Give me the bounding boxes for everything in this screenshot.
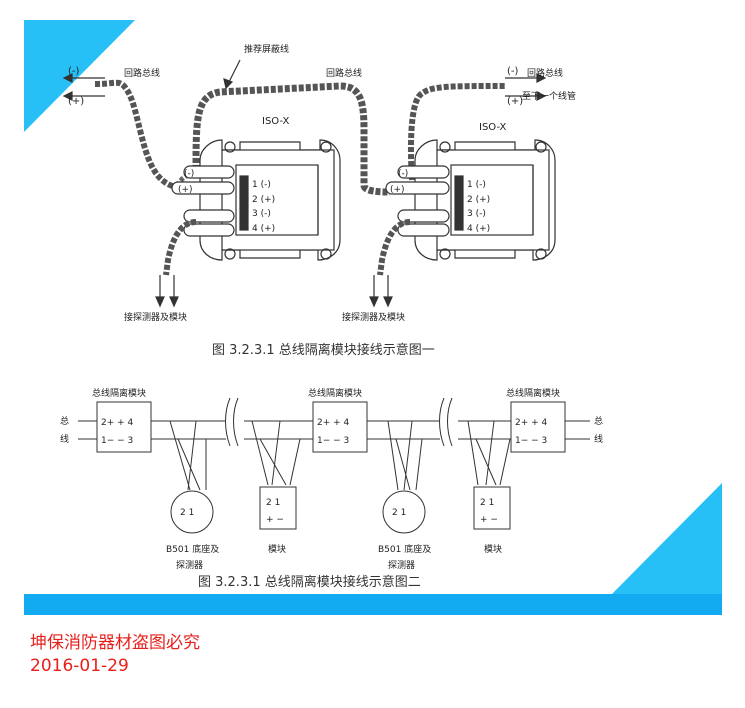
isolator-title-1: 总线隔离模块	[92, 387, 146, 399]
terminal-label-right-2: 2 (+)	[467, 195, 490, 205]
isolator-box-1	[96, 401, 152, 453]
isolator-pins-3b: 1− − 3	[515, 436, 547, 446]
isolator-title-3: 总线隔离模块	[506, 387, 560, 399]
module-label-1: 模块	[268, 543, 286, 555]
module-pins-bottom-2: + −	[480, 515, 498, 525]
isolator-pins-1b: 1− − 3	[101, 436, 133, 446]
twisted-pair-right-top	[407, 83, 506, 181]
isolator-pins-3a: 2+ + 4	[515, 418, 548, 428]
label-loop-bus-top-right: 回路总线	[527, 67, 563, 79]
iso-x-module-right	[414, 139, 556, 261]
isolator-pins-2b: 1− − 3	[317, 436, 349, 446]
terminal-label-right-3: 3 (-)	[467, 209, 486, 219]
module-pins-bottom-1: + −	[266, 515, 284, 525]
detector-label-1a: B501 底座及	[166, 543, 219, 555]
label-plus-right: (+)	[507, 96, 523, 107]
watermark-date: 2016-01-29	[30, 656, 129, 676]
figure-1	[62, 59, 556, 308]
detector-base-1	[170, 490, 214, 534]
label-minus-term-right: (-)	[398, 169, 408, 179]
label-loop-bus-middle: 回路总线	[326, 67, 362, 79]
label-to-detectors-left: 接探测器及模块	[124, 311, 187, 323]
device-module-1	[259, 486, 297, 530]
twisted-pair-input	[94, 79, 189, 191]
label-plus-term-left: (+)	[178, 185, 193, 195]
figure-1-caption: 图 3.2.3.1 总线隔离模块接线示意图一	[212, 342, 435, 358]
detector-label-2b: 探测器	[388, 559, 415, 571]
isolator-pins-2a: 2+ + 4	[317, 418, 350, 428]
detector-pins-1: 2 1	[180, 508, 194, 518]
bus-label-left-1: 总	[60, 415, 69, 427]
bus-label-right-2: 线	[594, 433, 603, 445]
module-name-right: ISO-X	[479, 122, 507, 133]
module-name-left: ISO-X	[262, 116, 290, 127]
terminal-label-left-3: 3 (-)	[252, 209, 271, 219]
detector-label-1b: 探测器	[176, 559, 203, 571]
device-module-2	[473, 486, 511, 530]
label-minus-right: (-)	[507, 66, 519, 77]
label-minus-left: (-)	[68, 66, 80, 77]
watermark-text: 坤保消防器材盗图必究	[30, 633, 200, 653]
module-label-2: 模块	[484, 543, 502, 555]
detector-pins-2: 2 1	[392, 508, 406, 518]
isolator-box-3	[510, 401, 566, 453]
label-loop-bus-top-left: 回路总线	[124, 67, 160, 79]
isolator-title-2: 总线隔离模块	[308, 387, 362, 399]
label-plus-left: (+)	[68, 96, 84, 107]
isolator-box-2	[312, 401, 368, 453]
bus-label-left-2: 线	[60, 433, 69, 445]
figure-2	[78, 397, 590, 534]
detector-base-2	[382, 490, 426, 534]
detector-label-2a: B501 底座及	[378, 543, 431, 555]
accent-triangle-top-left	[24, 20, 135, 132]
terminal-label-right-4: 4 (+)	[467, 224, 490, 234]
isolator-pins-1a: 2+ + 4	[101, 418, 134, 428]
figure-2-caption: 图 3.2.3.1 总线隔离模块接线示意图二	[198, 574, 421, 590]
label-minus-term-left: (-)	[184, 169, 194, 179]
accent-triangle-bottom-right	[612, 483, 722, 594]
terminal-label-left-2: 2 (+)	[252, 195, 275, 205]
terminal-label-right-1: 1 (-)	[467, 180, 486, 190]
shielded-bus-arch	[192, 82, 391, 196]
terminal-label-left-4: 4 (+)	[252, 224, 275, 234]
iso-x-module-left	[199, 139, 341, 261]
bus-label-right-1: 总	[594, 415, 603, 427]
module-pins-top-1: 2 1	[266, 498, 280, 508]
label-plus-term-right: (+)	[390, 185, 405, 195]
terminal-label-left-1: 1 (-)	[252, 180, 271, 190]
footer-blue-bar	[24, 594, 722, 615]
label-to-next-conduit: 至下一个线管	[522, 90, 576, 102]
label-shielded-wire: 推荐屏蔽线	[244, 43, 289, 55]
module-pins-top-2: 2 1	[480, 498, 494, 508]
label-to-detectors-right: 接探测器及模块	[342, 311, 405, 323]
